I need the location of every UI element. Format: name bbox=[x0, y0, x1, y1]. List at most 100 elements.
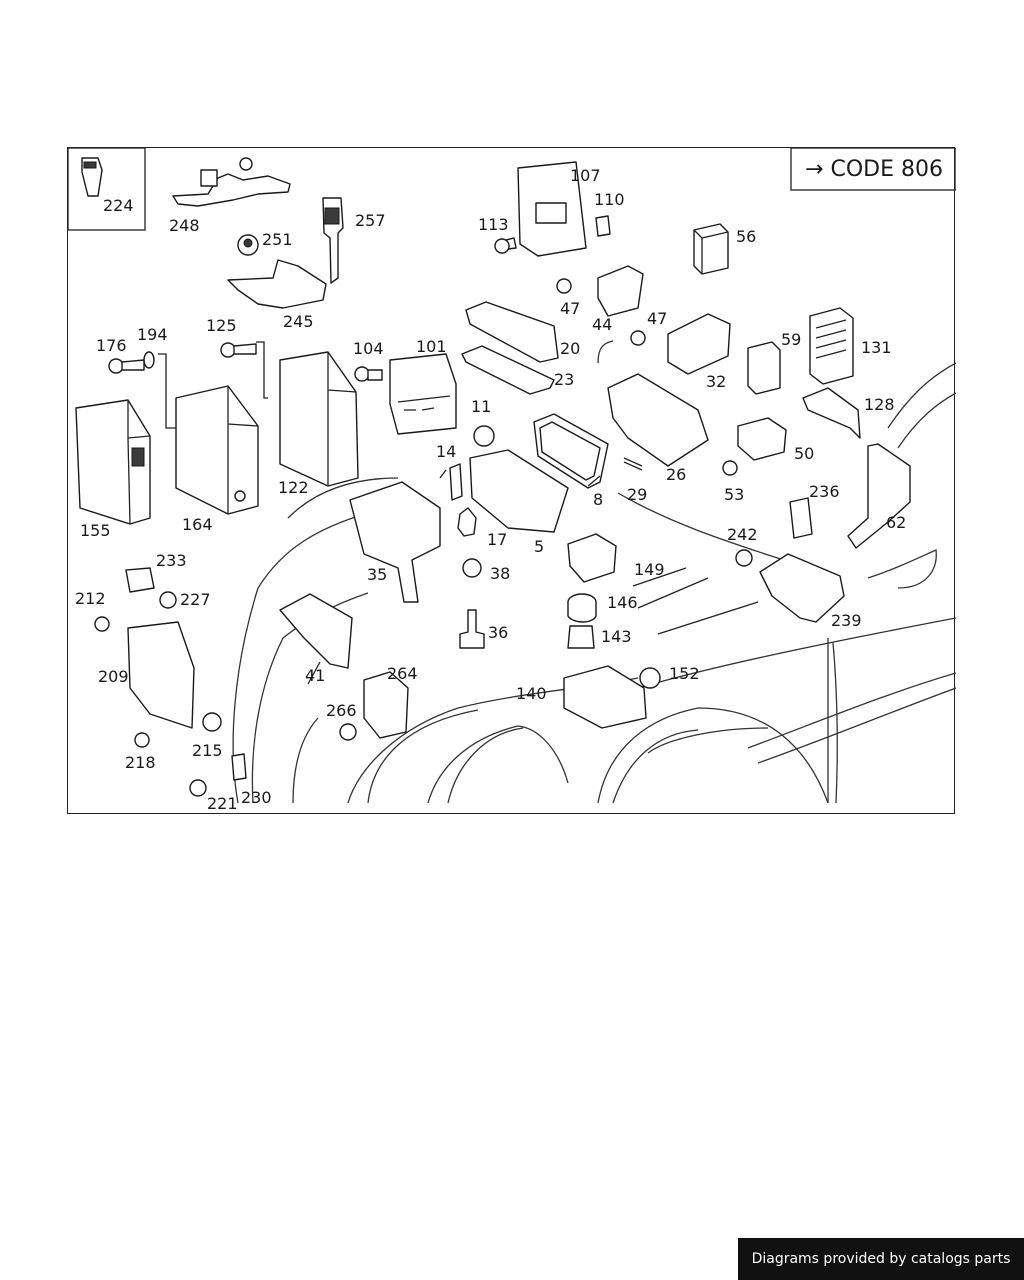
label-35: 35 bbox=[367, 565, 387, 584]
label-11: 11 bbox=[471, 397, 491, 416]
label-125: 125 bbox=[206, 316, 237, 335]
label-212: 212 bbox=[75, 589, 106, 608]
label-5: 5 bbox=[534, 537, 544, 556]
label-53: 53 bbox=[724, 485, 744, 504]
parts-diagram-drawing: → CODE 806 bbox=[68, 148, 956, 813]
label-47a: 47 bbox=[560, 299, 580, 318]
part-11 bbox=[473, 425, 495, 447]
part-215 bbox=[202, 712, 222, 732]
part-152 bbox=[639, 667, 661, 689]
label-155: 155 bbox=[80, 521, 111, 540]
label-143: 143 bbox=[601, 627, 632, 646]
label-257: 257 bbox=[355, 211, 386, 230]
label-230: 230 bbox=[241, 788, 272, 807]
part-212 bbox=[94, 616, 110, 632]
part-23 bbox=[461, 345, 555, 395]
part-44 bbox=[597, 265, 644, 317]
label-14: 14 bbox=[436, 442, 456, 461]
label-50: 50 bbox=[794, 444, 814, 463]
label-266: 266 bbox=[326, 701, 357, 720]
part-50 bbox=[737, 417, 787, 461]
label-176: 176 bbox=[96, 336, 127, 355]
label-140: 140 bbox=[516, 684, 547, 703]
part-62 bbox=[847, 443, 911, 549]
label-101: 101 bbox=[416, 337, 447, 356]
label-113: 113 bbox=[478, 215, 509, 234]
part-47b bbox=[630, 330, 646, 346]
part-59 bbox=[747, 341, 781, 395]
part-131 bbox=[809, 307, 854, 385]
part-17 bbox=[457, 507, 477, 537]
part-194 bbox=[143, 351, 155, 369]
part-236 bbox=[789, 497, 813, 539]
part-56 bbox=[693, 223, 729, 275]
label-152: 152 bbox=[669, 664, 700, 683]
label-104: 104 bbox=[353, 339, 384, 358]
part-36 bbox=[459, 609, 485, 649]
part-41 bbox=[279, 593, 353, 669]
label-227: 227 bbox=[180, 590, 211, 609]
part-164 bbox=[175, 385, 259, 515]
label-194: 194 bbox=[137, 325, 168, 344]
label-239: 239 bbox=[831, 611, 862, 630]
label-218: 218 bbox=[125, 753, 156, 772]
part-128 bbox=[802, 387, 861, 439]
label-47b: 47 bbox=[647, 309, 667, 328]
part-110 bbox=[595, 215, 611, 237]
label-122: 122 bbox=[278, 478, 309, 497]
label-221: 221 bbox=[207, 794, 238, 813]
part-38 bbox=[462, 558, 482, 578]
label-209: 209 bbox=[98, 667, 129, 686]
label-56: 56 bbox=[736, 227, 756, 246]
label-146: 146 bbox=[607, 593, 638, 612]
label-32: 32 bbox=[706, 372, 726, 391]
part-227 bbox=[159, 591, 177, 609]
part-5 bbox=[469, 449, 569, 533]
label-62: 62 bbox=[886, 513, 906, 532]
code-box bbox=[790, 148, 956, 191]
label-245: 245 bbox=[283, 312, 314, 331]
label-236: 236 bbox=[809, 482, 840, 501]
label-23: 23 bbox=[554, 370, 574, 389]
part-239 bbox=[759, 553, 845, 623]
label-215: 215 bbox=[192, 741, 223, 760]
part-32 bbox=[667, 313, 731, 375]
label-128: 128 bbox=[864, 395, 895, 414]
parts-diagram: → CODE 806 bbox=[67, 147, 956, 814]
part-176 bbox=[108, 358, 124, 374]
part-20 bbox=[465, 301, 559, 363]
label-38: 38 bbox=[490, 564, 510, 583]
part-233 bbox=[125, 567, 155, 593]
label-20: 20 bbox=[560, 339, 580, 358]
label-164: 164 bbox=[182, 515, 213, 534]
label-251: 251 bbox=[262, 230, 293, 249]
part-26 bbox=[607, 373, 709, 467]
label-248: 248 bbox=[169, 216, 200, 235]
label-224: 224 bbox=[103, 196, 134, 215]
label-26: 26 bbox=[666, 465, 686, 484]
part-149 bbox=[567, 533, 617, 583]
part-35 bbox=[349, 481, 441, 603]
part-47a bbox=[556, 278, 572, 294]
part-104 bbox=[354, 366, 370, 382]
footer-badge: Diagrams provided by catalogs parts bbox=[738, 1238, 1024, 1280]
part-125 bbox=[220, 342, 236, 358]
code-box-label: → CODE 806 bbox=[805, 157, 943, 182]
part-29 bbox=[623, 457, 643, 471]
label-131: 131 bbox=[861, 338, 892, 357]
label-44: 44 bbox=[592, 315, 612, 334]
part-140 bbox=[563, 665, 647, 729]
part-14 bbox=[449, 463, 463, 501]
part-245 bbox=[227, 259, 327, 309]
inset-box-224 bbox=[68, 148, 146, 231]
part-101 bbox=[389, 353, 457, 435]
label-41: 41 bbox=[305, 666, 325, 685]
label-264: 264 bbox=[387, 664, 418, 683]
label-59: 59 bbox=[781, 330, 801, 349]
part-221 bbox=[189, 779, 207, 797]
part-122 bbox=[279, 351, 359, 487]
part-264 bbox=[363, 671, 409, 739]
part-266 bbox=[339, 723, 357, 741]
part-143 bbox=[567, 625, 595, 649]
label-242: 242 bbox=[727, 525, 758, 544]
